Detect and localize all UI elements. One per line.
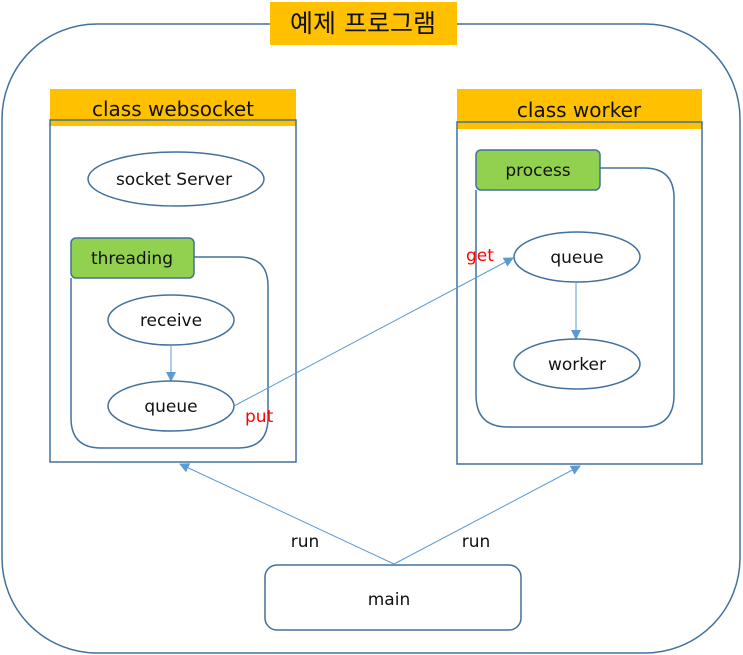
put-get-arrow (233, 257, 514, 407)
worker-node (513, 338, 641, 390)
worker-label: worker (548, 355, 606, 375)
websocket-header: class websocket (92, 97, 254, 121)
run-websocket-arrow (179, 463, 395, 565)
process-header: process (505, 161, 570, 181)
title-background (270, 2, 457, 45)
run-right-label: run (462, 532, 491, 552)
main-label: main (368, 590, 410, 610)
process-header-bg (475, 149, 601, 191)
class-worker: class worker process queue worker (456, 89, 703, 465)
process-container (475, 167, 675, 428)
run-worker-arrow (393, 465, 581, 565)
socket-server-node (87, 151, 265, 207)
socket-server-label: socket Server (116, 170, 232, 190)
worker-header: class worker (517, 98, 642, 122)
worker-queue-label: queue (550, 248, 603, 268)
main-node (264, 564, 522, 631)
receive-label: receive (140, 311, 202, 331)
websocket-queue-label: queue (144, 397, 197, 417)
put-label: put (245, 407, 274, 427)
diagram-title: 예제 프로그램 (290, 9, 436, 38)
get-label: get (466, 246, 494, 266)
worker-box (456, 121, 703, 465)
threading-header-bg (70, 237, 195, 279)
threading-header: threading (91, 249, 173, 269)
class-websocket: class websocket socket Server threading … (49, 89, 297, 463)
title-banner: 예제 프로그램 (270, 2, 457, 45)
threading-container (70, 256, 269, 449)
websocket-box (49, 119, 297, 463)
run-left-label: run (291, 532, 320, 552)
worker-queue-node (513, 231, 641, 283)
